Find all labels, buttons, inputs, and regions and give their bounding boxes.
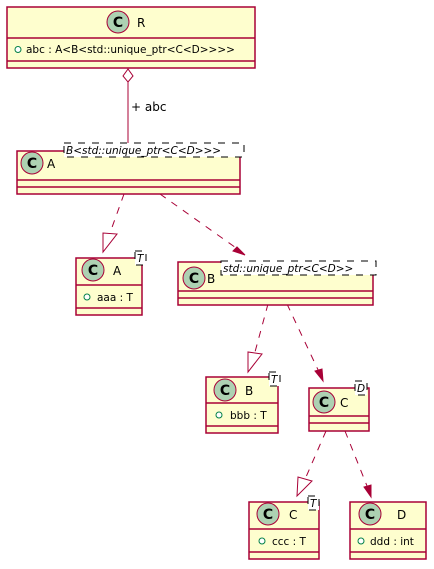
template-parameter-box [354, 380, 368, 396]
class-icon [358, 502, 382, 526]
public-visibility-icon [258, 537, 266, 545]
template-parameter: T [137, 253, 145, 265]
dependency-arrow-icon [232, 246, 246, 256]
svg-text:C: C [113, 15, 123, 31]
realization-arrow-icon [247, 351, 263, 374]
public-visibility-icon [14, 46, 22, 53]
class-c-d[interactable]: C C D [308, 380, 370, 432]
attribute: abc : A<B<std::unique_ptr<C<D>>>> [26, 44, 235, 56]
class-icon [182, 266, 206, 290]
template-parameter-box [63, 142, 245, 158]
template-parameter-box [268, 371, 281, 387]
class-icon [213, 378, 237, 402]
attribute: ddd : int [370, 536, 414, 548]
class-d[interactable]: C D ddd : int [349, 501, 427, 560]
dependency-arrow-icon [363, 484, 372, 499]
template-parameter: D [357, 383, 365, 395]
realization-arrow-icon [296, 476, 313, 498]
edge-r-to-a-aggregation: + abc [122, 68, 166, 147]
public-visibility-icon [83, 293, 91, 301]
class-icon [81, 258, 105, 282]
template-parameter-box [307, 495, 320, 511]
class-icon [312, 390, 336, 414]
class-name: C [340, 396, 348, 410]
edge-b-spec-to-b-template [247, 303, 269, 374]
class-a-template[interactable]: C A T aaa : T [75, 250, 147, 316]
edge-label-abc: + abc [131, 100, 166, 114]
attribute: aaa : T [97, 292, 134, 304]
class-name: A [47, 157, 56, 171]
svg-text:C: C [88, 263, 98, 279]
aggregation-diamond-icon [122, 68, 134, 83]
svg-text:C: C [365, 507, 375, 523]
dependency-arrow-icon [314, 368, 324, 383]
class-r[interactable]: C R abc : A<B<std::unique_ptr<C<D>>>> [6, 6, 256, 69]
template-parameter: T [271, 374, 279, 386]
class-c-template[interactable]: C C T ccc : T [248, 495, 320, 560]
class-icon [256, 502, 280, 526]
edge-b-spec-to-c-d [286, 303, 324, 383]
template-parameter: T [310, 498, 318, 510]
public-visibility-icon [215, 411, 223, 419]
class-name: A [113, 264, 122, 278]
class-name: R [137, 16, 145, 30]
attribute: ccc : T [272, 536, 307, 548]
svg-text:C: C [27, 156, 37, 172]
edge-c-d-to-d [344, 430, 372, 499]
class-name: B [245, 384, 253, 398]
template-parameter-box [134, 250, 147, 266]
svg-text:C: C [189, 271, 199, 287]
class-name: B [207, 272, 215, 286]
attribute: bbb : T [230, 410, 267, 422]
svg-text:C: C [263, 507, 273, 523]
class-name: C [289, 508, 297, 522]
realization-arrow-icon [102, 232, 118, 254]
edge-c-d-to-c-template [296, 430, 327, 498]
class-icon [106, 10, 130, 34]
class-icon [20, 151, 44, 175]
template-parameter: B<std::unique_ptr<C<D>>> [66, 145, 221, 157]
edge-a-spec-to-a-template [102, 193, 125, 254]
template-parameter-box [220, 260, 377, 276]
class-a-specialized[interactable]: C A B<std::unique_ptr<C<D>>> [16, 142, 245, 195]
class-b-template[interactable]: C B T bbb : T [205, 371, 281, 434]
class-b-specialized[interactable]: C B std::unique_ptr<C<D>> [177, 260, 377, 306]
edge-a-spec-to-b-spec [159, 193, 246, 256]
template-parameter: std::unique_ptr<C<D>> [223, 263, 353, 275]
class-name: D [397, 508, 406, 522]
public-visibility-icon [357, 537, 365, 545]
svg-text:C: C [319, 395, 329, 411]
svg-text:C: C [220, 383, 230, 399]
